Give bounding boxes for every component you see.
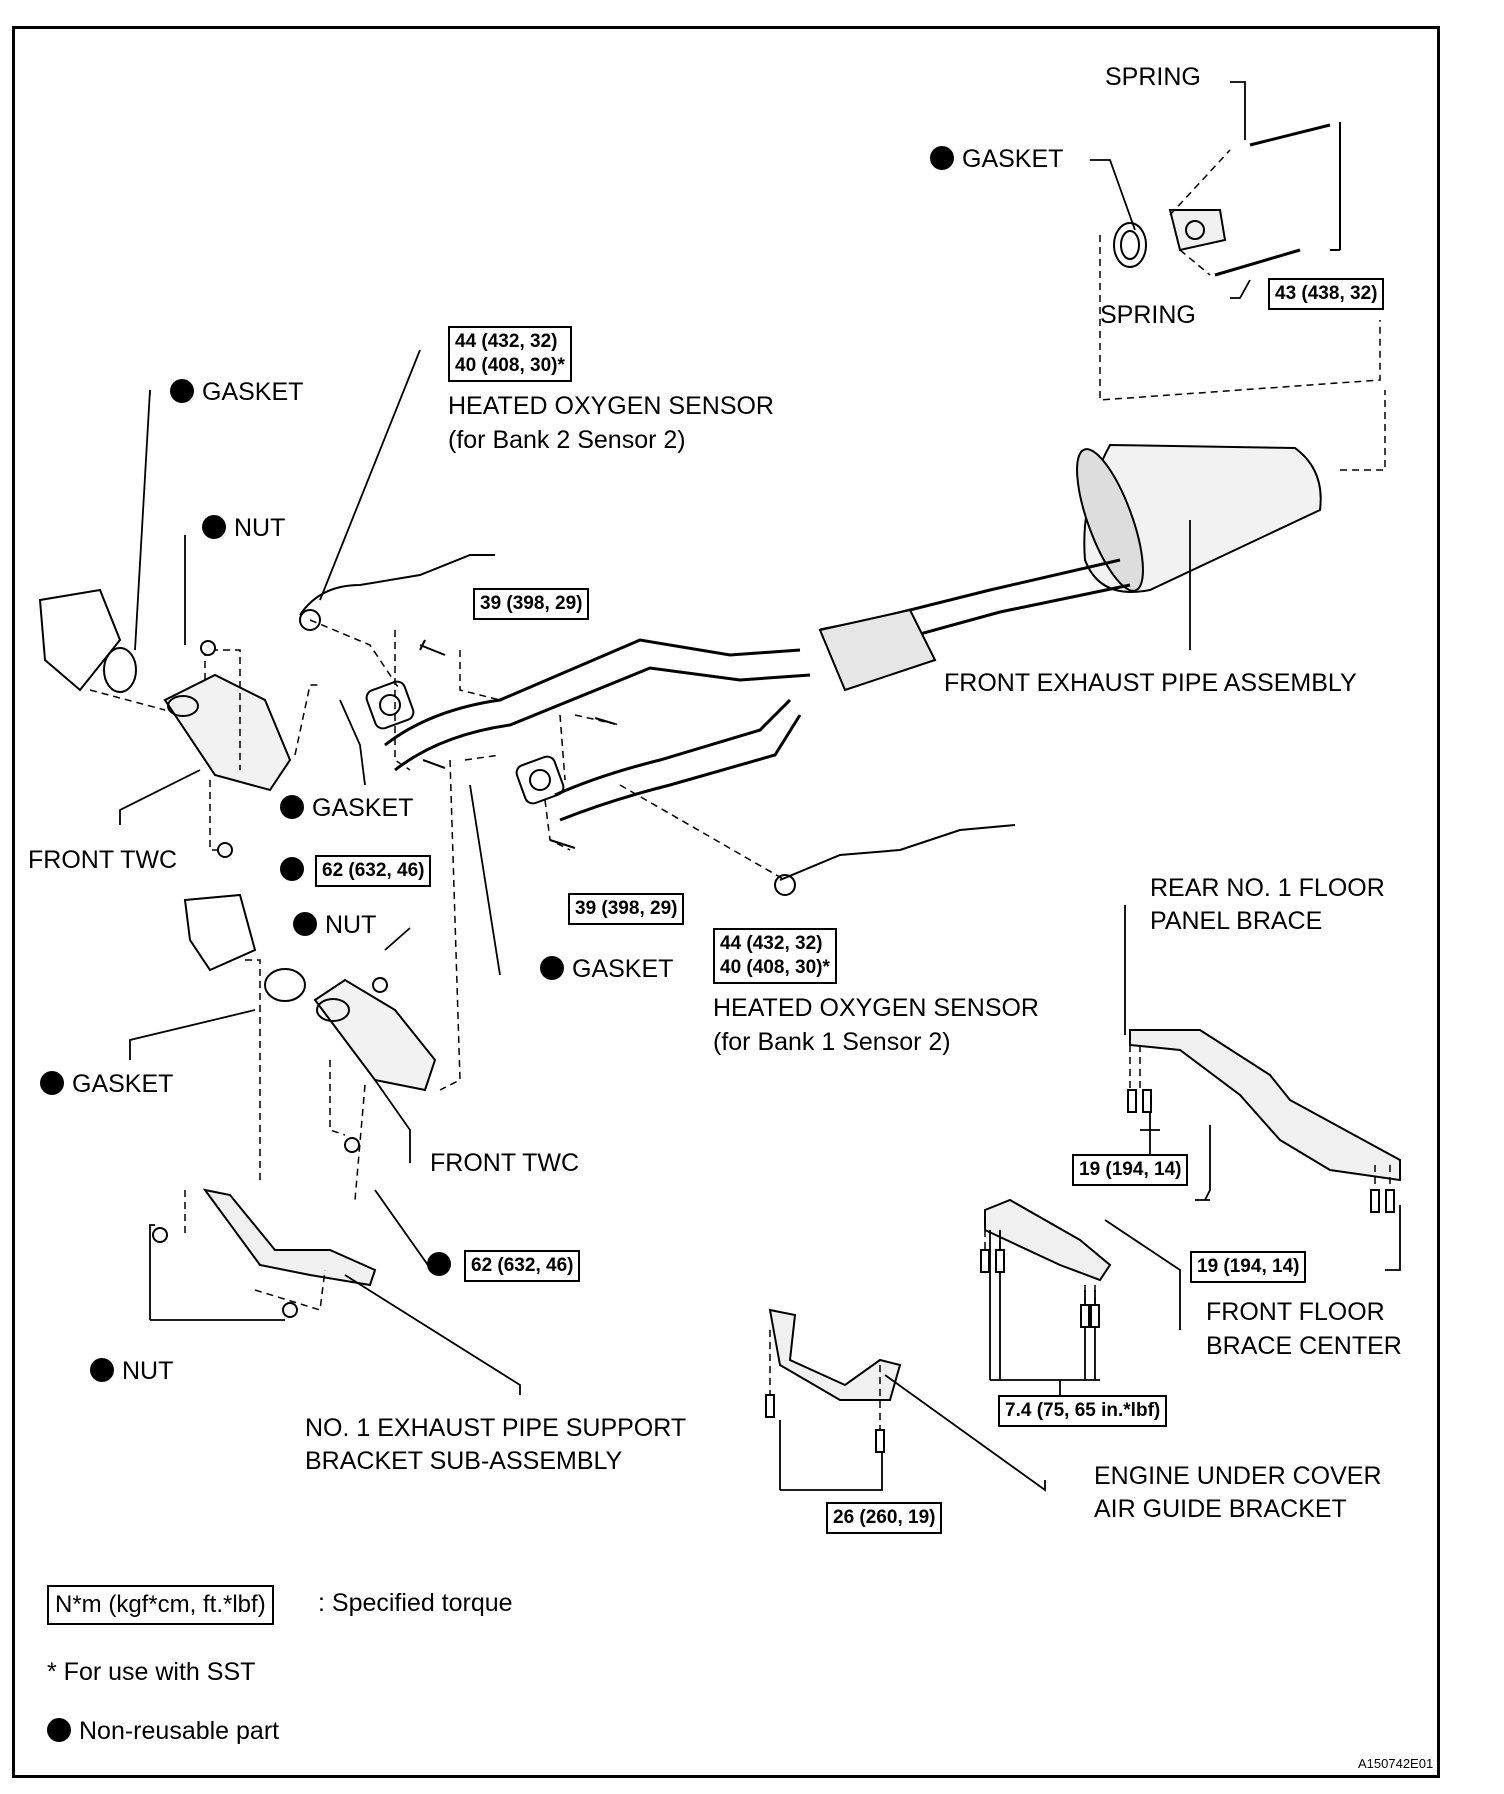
label-gasket-muffler: GASKET [930,144,1063,174]
label-gasket-pipe-right: GASKET [540,954,673,984]
torque-rear-brace-right: 19 (194, 14) [1190,1251,1307,1283]
torque-twc-nut-lower: 62 (632, 46) [464,1250,581,1282]
torque-air-guide: 26 (260, 19) [826,1502,943,1534]
label-nut-upper: NUT [202,513,285,543]
torque-front-brace: 7.4 (75, 65 in.*lbf) [998,1395,1168,1427]
legend-torque-box: N*m (kgf*cm, ft.*lbf) [47,1585,274,1625]
label-front-brace-line1: FRONT FLOOR [1206,1298,1385,1326]
front-twc-upper [163,673,292,792]
label-front-twc-lower: FRONT TWC [430,1149,580,1177]
label-twc-nut-lower-dot [427,1250,459,1280]
center-catalyst [818,608,937,692]
label-support-bracket-line1: NO. 1 EXHAUST PIPE SUPPORT [305,1414,687,1442]
legend-non-reusable: Non-reusable part [47,1716,279,1746]
label-spring-top: SPRING [1105,63,1201,91]
label-front-brace-line2: BRACE CENTER [1206,1332,1402,1360]
support-bracket [202,1188,377,1287]
label-twc-nut-upper-dot [280,855,312,885]
torque-hos-bank1-a: 44 (432, 32) [720,933,823,954]
y-pipe-upper [384,638,801,747]
torque-pipe-bolt-lower: 39 (398, 29) [568,893,685,925]
label-rear-brace-line2: PANEL BRACE [1150,907,1323,935]
diagram-frame [12,26,1440,1778]
air-guide-bracket [768,1308,902,1401]
torque-hos-bank2-a: 44 (432, 32) [455,331,558,352]
torque-hos-bank2: 44 (432, 32) 40 (408, 30)* [448,326,572,382]
front-brace-center [984,1198,1112,1282]
label-gasket-left-top: GASKET [170,377,303,407]
label-gasket-lower-twc: GASKET [40,1069,173,1099]
label-nut-lower-twc: NUT [293,910,376,940]
torque-spring-bolts: 43 (438, 32) [1268,278,1385,310]
hos-bank2-wire [299,554,495,616]
label-hos-bank1-line1: HEATED OXYGEN SENSOR [713,994,1039,1022]
torque-hos-bank2-b: 40 (408, 30)* [455,355,565,376]
figure-id: A150742E01 [1358,1756,1434,1771]
torque-rear-brace-left: 19 (194, 14) [1072,1154,1189,1186]
legend-sst-note: * For use with SST [47,1658,256,1686]
torque-hos-bank1-b: 40 (408, 30)* [720,957,830,978]
label-nut-bracket: NUT [90,1356,173,1386]
hos-bank1-wire [779,824,1016,881]
label-air-guide-line1: ENGINE UNDER COVER [1094,1462,1382,1490]
torque-pipe-bolt-upper: 39 (398, 29) [473,588,590,620]
label-rear-brace-line1: REAR NO. 1 FLOOR [1150,874,1385,902]
legend-torque-text: : Specified torque [318,1589,513,1617]
rear-brace [1129,1029,1401,1182]
label-air-guide-line2: AIR GUIDE BRACKET [1094,1495,1347,1523]
label-spring-bottom: SPRING [1100,301,1196,329]
label-front-twc-upper: FRONT TWC [28,846,178,874]
label-support-bracket-line2: BRACKET SUB-ASSEMBLY [305,1447,623,1475]
torque-hos-bank1: 44 (432, 32) 40 (408, 30)* [713,928,837,984]
label-gasket-pipe-left: GASKET [280,793,413,823]
label-hos-bank1-line2: (for Bank 1 Sensor 2) [713,1028,951,1056]
label-front-exhaust-pipe: FRONT EXHAUST PIPE ASSEMBLY [944,669,1357,697]
torque-twc-nut-upper: 62 (632, 46) [315,855,432,887]
front-twc-lower [313,978,437,1092]
label-hos-bank2-line1: HEATED OXYGEN SENSOR [448,392,774,420]
y-pipe-lower [554,698,792,797]
label-hos-bank2-line2: (for Bank 2 Sensor 2) [448,426,686,454]
